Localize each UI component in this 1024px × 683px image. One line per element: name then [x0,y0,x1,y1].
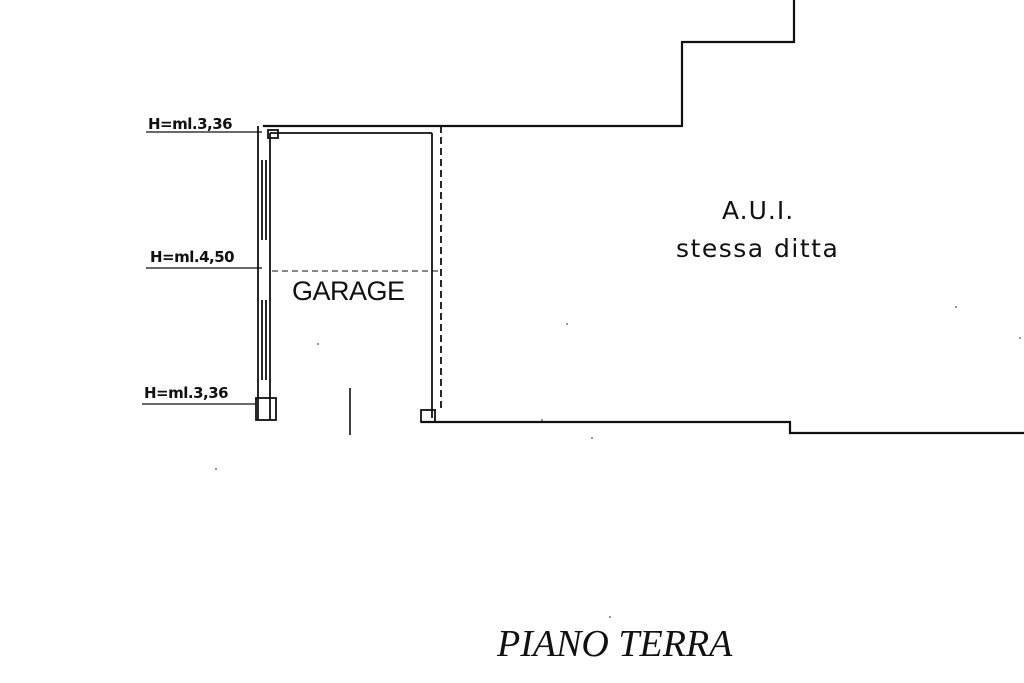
room-label-aui: A.U.I. [722,196,795,225]
room-label-owner: stessa ditta [676,234,840,263]
garage-left-wall [255,126,279,421]
adjacent-unit-bottom-wall [420,420,1024,435]
height-label-middle: H=ml.4,50 [150,248,235,266]
height-label-top: H=ml.3,36 [148,115,233,133]
stepped-boundary-wall [262,0,796,128]
room-label-garage: GARAGE [292,276,405,306]
height-label-bottom: H=ml.3,36 [144,384,229,402]
height-leader-lines [142,131,262,405]
garage-inner-walls [270,126,442,423]
floor-title: PIANO TERRA [497,623,733,665]
scan-speckles [215,306,1021,618]
